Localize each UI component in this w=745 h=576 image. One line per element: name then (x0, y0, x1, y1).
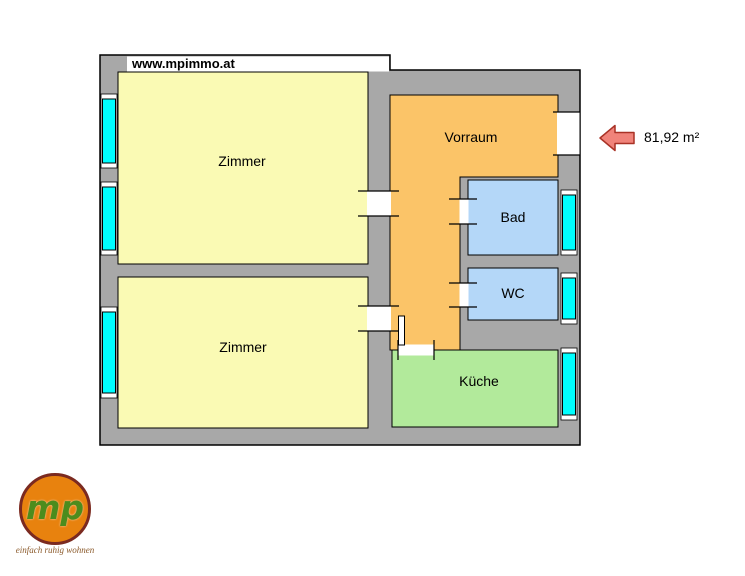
website-url: www.mpimmo.at (132, 56, 235, 71)
window-marker (102, 98, 116, 164)
door-opening-zimmer-bottom (367, 306, 391, 331)
room-vorraum (389, 94, 559, 351)
room-zimmer-bottom (117, 276, 369, 429)
door-opening-bad (459, 199, 469, 224)
room-label-kueche: Küche (459, 373, 499, 389)
room-label-wc: WC (501, 285, 525, 301)
room-kueche (391, 349, 559, 428)
room-wc (467, 267, 559, 321)
window-marker (562, 194, 576, 251)
room-zimmer-top (117, 71, 369, 265)
area-value: 81,92 m² (644, 129, 700, 145)
area-arrow-icon (599, 124, 635, 152)
window-marker (562, 277, 576, 320)
room-label-bad: Bad (500, 209, 526, 225)
window-marker (102, 311, 116, 394)
logo-tagline: einfach ruhig wohnen (15, 545, 95, 555)
logo-monogram: mp (25, 487, 84, 527)
room-label-zimmer-top: Zimmer (218, 153, 266, 169)
room-label-zimmer-bottom: Zimmer (219, 339, 267, 355)
website-strip (127, 56, 389, 72)
door-opening-wc (459, 283, 469, 307)
entrance-opening (557, 112, 580, 155)
room-label-vorraum: Vorraum (444, 129, 498, 145)
door-opening-zimmer-top (367, 191, 391, 216)
window-marker (562, 352, 576, 416)
door-opening-kueche (398, 344, 434, 356)
door-leaf (398, 315, 405, 346)
company-logo: mp (19, 473, 91, 545)
window-marker (102, 186, 116, 251)
